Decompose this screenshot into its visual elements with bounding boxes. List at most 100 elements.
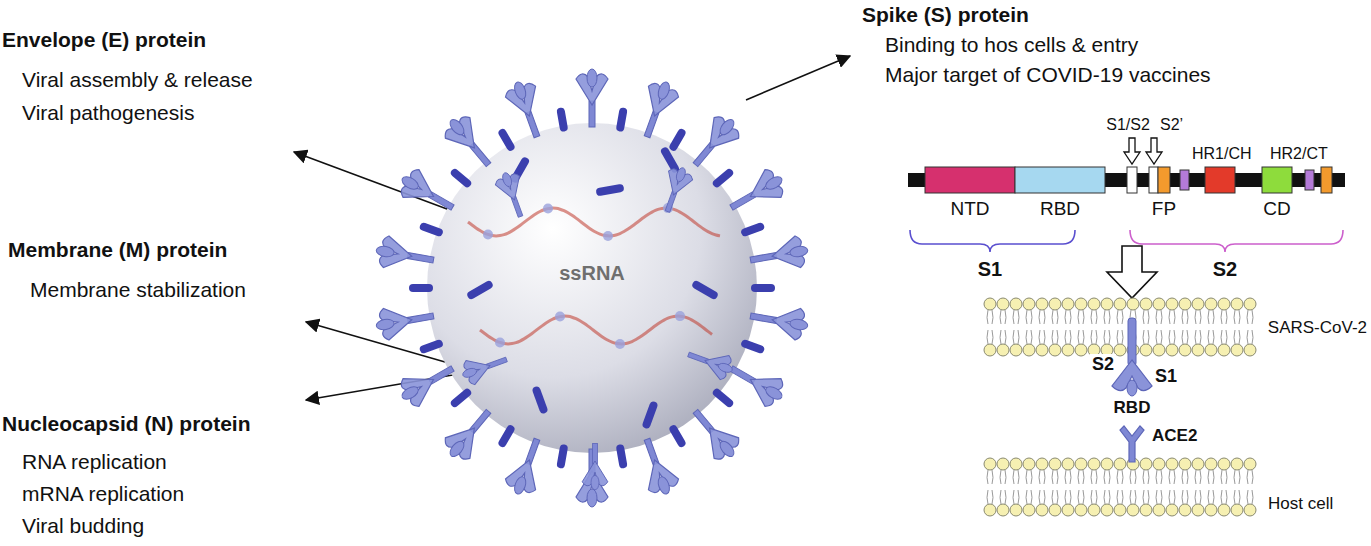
viral-membrane <box>984 298 1256 356</box>
viral-membrane <box>1205 298 1217 310</box>
membrane-protein <box>409 107 775 469</box>
host-membrane <box>1023 504 1035 516</box>
viral-membrane <box>1195 310 1201 324</box>
viral-membrane <box>1049 298 1061 310</box>
host-membrane <box>1078 470 1084 484</box>
spike-protein <box>644 111 659 137</box>
host-membrane <box>987 490 993 504</box>
spike-protein <box>501 172 513 188</box>
host-membrane <box>1179 504 1191 516</box>
spike-domain-bar <box>1205 167 1235 193</box>
domain-label: RBD <box>1040 198 1080 220</box>
function-note: Binding to hos cells & entry <box>885 33 1138 57</box>
host-membrane <box>1013 490 1019 504</box>
spike-protein <box>640 81 681 121</box>
spike-protein <box>511 196 523 217</box>
viral-membrane <box>984 344 996 356</box>
domain-bracket <box>1130 230 1343 252</box>
viral-membrane <box>1231 298 1243 310</box>
viral-membrane <box>1026 330 1032 344</box>
membrane-protein <box>616 444 628 469</box>
host-membrane <box>1153 458 1165 470</box>
virus-sphere <box>427 123 757 453</box>
viral-membrane <box>1104 330 1110 344</box>
membrane-protein <box>616 107 628 132</box>
viral-membrane <box>1153 344 1165 356</box>
spike-domain-bar <box>908 167 1345 193</box>
domain-label: S2 <box>1213 258 1237 281</box>
host-membrane <box>1036 504 1048 516</box>
binding-illustration <box>1112 318 1152 462</box>
spike-domain-bar <box>1015 167 1105 193</box>
membrane-protein <box>641 400 658 429</box>
viral-membrane <box>1182 330 1188 344</box>
spike-protein <box>587 69 597 87</box>
host-membrane <box>1182 470 1188 484</box>
spike-protein <box>723 355 789 412</box>
host-membrane <box>1221 470 1227 484</box>
protein-heading: Nucleocapsid (N) protein <box>2 412 251 436</box>
spike-protein <box>665 191 677 212</box>
host-membrane <box>1179 458 1191 470</box>
viral-membrane <box>1169 330 1175 344</box>
host-membrane <box>1195 490 1201 504</box>
spike-protein <box>525 111 540 137</box>
viral-membrane <box>1039 310 1045 324</box>
function-note: RNA replication <box>22 450 167 474</box>
spike-protein <box>789 318 808 331</box>
viral-membrane <box>1192 298 1204 310</box>
spike-domain-bar <box>1127 167 1137 193</box>
membrane-protein <box>691 280 719 301</box>
host-membrane <box>1010 504 1022 516</box>
host-membrane <box>1234 490 1240 504</box>
spike-protein <box>493 169 533 221</box>
spike-protein <box>399 366 442 409</box>
viral-membrane <box>1231 344 1243 356</box>
membrane-protein <box>449 167 473 189</box>
viral-membrane <box>1091 310 1097 324</box>
viral-membrane <box>1234 330 1240 344</box>
viral-membrane <box>1153 298 1165 310</box>
spike-protein <box>644 438 659 464</box>
viral-membrane <box>1078 310 1084 324</box>
viral-membrane <box>1156 330 1162 344</box>
membrane-protein <box>711 167 735 189</box>
host-membrane <box>1247 490 1253 504</box>
spike-protein <box>717 117 736 137</box>
spike-protein <box>447 117 466 137</box>
viral-membrane <box>1039 330 1045 344</box>
host-membrane <box>1169 470 1175 484</box>
spike-protein <box>632 77 682 142</box>
spike-protein <box>764 174 785 192</box>
domain-label: SARS-CoV-2 <box>1268 318 1367 338</box>
rna-strand <box>675 311 685 321</box>
spike-protein <box>375 318 394 331</box>
domain-label: S2 <box>1090 354 1116 375</box>
viral-membrane <box>1244 298 1256 310</box>
viral-membrane <box>1075 344 1087 356</box>
viral-membrane <box>1169 310 1175 324</box>
spike-protein <box>374 234 437 276</box>
host-membrane <box>1192 458 1204 470</box>
spike-protein <box>394 165 460 222</box>
spike-domain-bar <box>1158 167 1170 193</box>
domain-label: S1 <box>1153 366 1179 387</box>
viral-membrane <box>1117 330 1123 344</box>
host-membrane <box>1234 470 1240 484</box>
membrane-protein <box>740 222 765 238</box>
host-membrane <box>1078 490 1084 504</box>
leader-line <box>306 322 445 362</box>
spike-protein <box>462 367 478 379</box>
spike-protein <box>655 164 695 216</box>
host-membrane <box>1166 458 1178 470</box>
leader-line <box>746 56 850 100</box>
host-membrane <box>1218 458 1230 470</box>
host-membrane <box>1062 458 1074 470</box>
rna-strand <box>555 311 565 321</box>
viral-membrane <box>1062 344 1074 356</box>
host-membrane <box>1088 458 1100 470</box>
spike-protein <box>512 80 528 100</box>
viral-membrane <box>1010 344 1022 356</box>
viral-membrane <box>1078 330 1084 344</box>
membrane-protein <box>466 280 494 301</box>
